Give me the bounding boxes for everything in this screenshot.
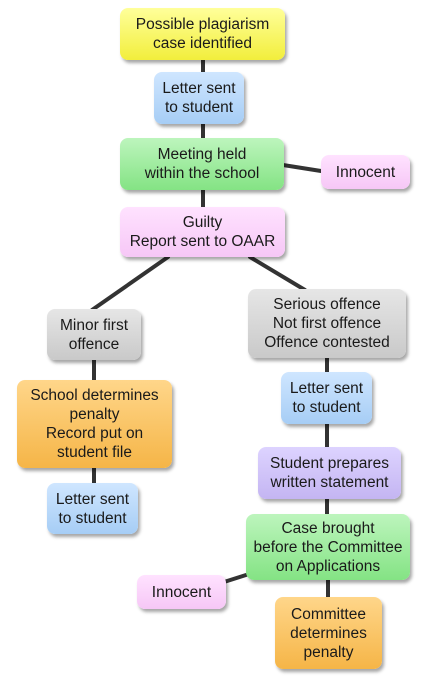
case-identified-box: Possible plagiarism case identified [120,8,285,60]
connector-guilty-to-minor [90,255,170,312]
connector-committee-to-innocent [222,573,248,584]
school-determines-penalty-box: School determines penalty Record put on … [17,380,172,468]
committee-case-box: Case brought before the Committee on App… [246,514,410,580]
guilty-box: Guilty Report sent to OAAR [120,207,285,257]
committee-determines-penalty-box: Committee determines penalty [275,597,382,669]
connector-meeting-to-innocent [281,163,323,173]
letter-sent-box-3: Letter sent to student [281,372,372,424]
meeting-held-box: Meeting held within the school [120,138,284,190]
minor-offence-box: Minor first offence [47,309,141,360]
written-statement-box: Student prepares written statement [258,447,401,499]
serious-offence-box: Serious offence Not first offence Offenc… [248,289,406,358]
letter-sent-box-2: Letter sent to student [47,483,138,534]
innocent-box-2: Innocent [137,575,226,609]
connector-guilty-to-serious [248,255,307,292]
letter-sent-box-1: Letter sent to student [154,72,244,124]
innocent-box-1: Innocent [321,155,410,189]
